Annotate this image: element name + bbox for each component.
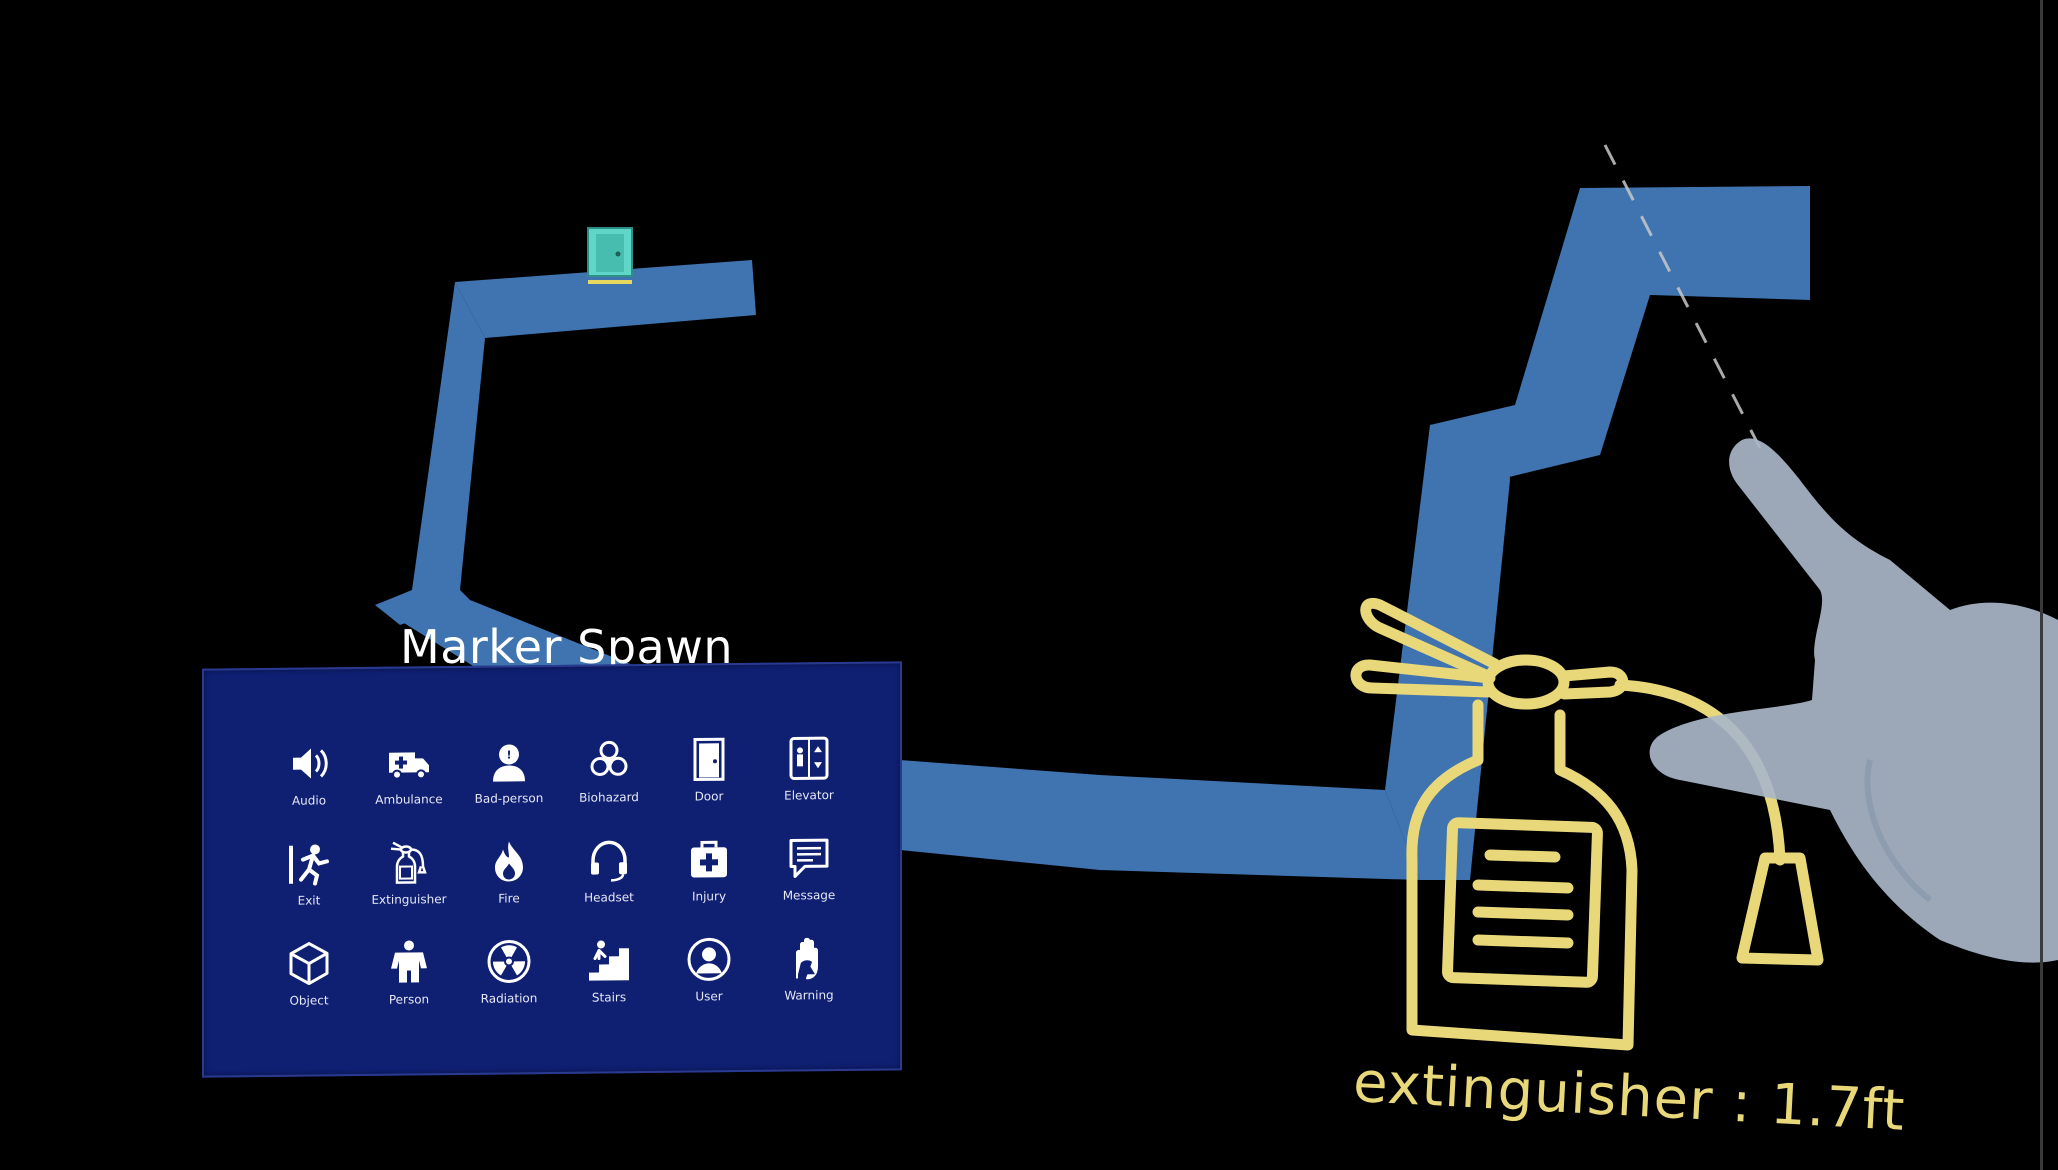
marker-label: Extinguisher — [371, 892, 447, 907]
extinguisher-icon — [390, 841, 427, 884]
marker-label: Headset — [584, 890, 634, 905]
injury-icon — [691, 840, 727, 878]
stairs-icon — [589, 940, 629, 981]
marker-button-headset[interactable]: Headset — [559, 836, 659, 937]
marker-button-ambulance[interactable]: Ambulance — [359, 738, 459, 839]
audio-icon — [293, 748, 328, 779]
marker-label: Radiation — [480, 991, 538, 1006]
biohazard-icon — [590, 740, 628, 776]
elevator-icon — [789, 736, 829, 780]
path-segment-right-vertical — [1385, 415, 1510, 880]
marker-label: Warning — [784, 988, 834, 1003]
marker-label: Person — [388, 992, 430, 1007]
marker-label: Injury — [691, 889, 727, 904]
marker-button-stairs[interactable]: Stairs — [559, 936, 659, 1037]
marker-button-object[interactable]: Object — [259, 939, 359, 1040]
svg-text:!: ! — [506, 748, 511, 761]
exit-icon — [289, 844, 329, 886]
marker-button-biohazard[interactable]: Biohazard — [559, 736, 659, 837]
marker-button-warning[interactable]: Warning — [759, 934, 859, 1035]
path-segment-right-zigzag — [1430, 186, 1810, 478]
user-icon — [687, 937, 731, 981]
message-icon — [789, 838, 829, 878]
headset-icon — [591, 840, 627, 882]
bad-person-icon: ! — [493, 744, 525, 782]
marker-label: Biohazard — [579, 790, 639, 805]
extinguisher-hologram-icon[interactable] — [1350, 597, 1824, 1051]
marker-button-user[interactable]: User — [659, 935, 759, 1036]
marker-label: Ambulance — [375, 792, 443, 807]
marker-spawn-panel: Audio Ambulance ! Bad-person — [202, 661, 902, 1078]
marker-label: User — [695, 989, 723, 1004]
hand-pointer-icon — [1649, 438, 2058, 963]
object-icon — [289, 942, 329, 986]
marker-button-message[interactable]: Message — [759, 834, 859, 935]
fire-icon — [495, 841, 523, 882]
marker-label: Message — [782, 888, 836, 903]
window-edge-divider — [2040, 0, 2043, 1170]
marker-button-bad-person[interactable]: ! Bad-person — [459, 737, 559, 838]
marker-button-injury[interactable]: Injury — [659, 835, 759, 936]
marker-label: Fire — [498, 891, 520, 906]
marker-button-extinguisher[interactable]: Extinguisher — [359, 838, 459, 939]
path-segment-top — [455, 260, 756, 338]
door-marker-icon[interactable] — [587, 227, 633, 284]
marker-button-audio[interactable]: Audio — [259, 739, 359, 840]
marker-label: Object — [289, 993, 329, 1008]
ambulance-icon — [389, 752, 429, 780]
marker-label: Door — [694, 789, 724, 804]
marker-button-person[interactable]: Person — [359, 938, 459, 1039]
marker-label: Exit — [297, 893, 321, 908]
radiation-icon — [487, 939, 531, 983]
path-segment-left-vertical — [412, 282, 485, 590]
marker-label: Stairs — [591, 990, 627, 1005]
marker-button-elevator[interactable]: Elevator — [759, 734, 859, 835]
marker-label: Elevator — [784, 788, 834, 803]
marker-label: Audio — [291, 793, 327, 808]
marker-button-fire[interactable]: Fire — [459, 837, 559, 938]
marker-button-exit[interactable]: Exit — [259, 839, 359, 940]
marker-icon-grid: Audio Ambulance ! Bad-person — [259, 734, 859, 1040]
marker-button-door[interactable]: Door — [659, 735, 759, 836]
person-icon — [391, 940, 427, 983]
pointer-ray — [1603, 144, 1762, 449]
marker-button-radiation[interactable]: Radiation — [459, 937, 559, 1038]
warning-icon — [796, 937, 818, 980]
marker-label: Bad-person — [474, 791, 544, 806]
door-icon — [693, 737, 725, 782]
